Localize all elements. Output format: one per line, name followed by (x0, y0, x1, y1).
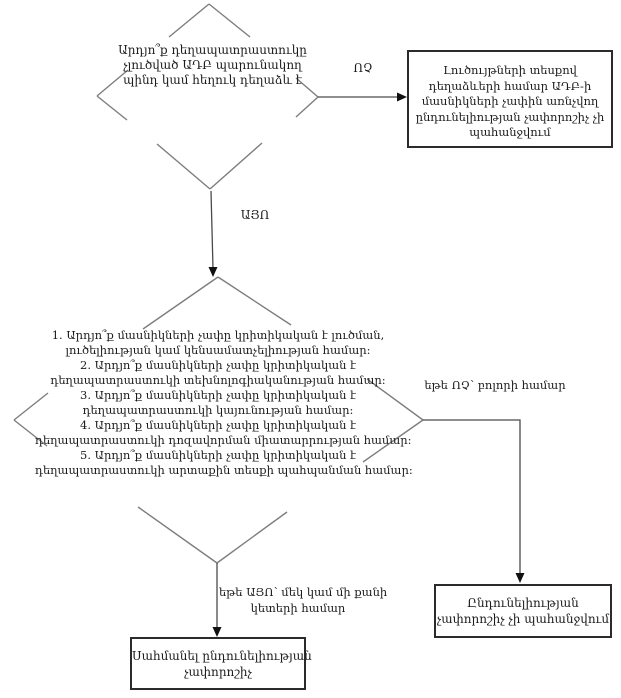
branch-label-if-yes-line: եթե ԱՅՈ՝ մեկ կամ մի քանի (219, 585, 388, 599)
arrow-if-no (423, 419, 525, 583)
decision-1-diamond (96, 3, 319, 190)
arrow-yes (208, 190, 218, 277)
outcome-box-line: Լուծույթների տեսքով (443, 63, 577, 77)
decision-2-line: լուծելիության կամ կենսամատչելիության համ… (65, 343, 371, 357)
decision-2-line: դեղապատրաստուկի տեխնոլոգիականության համա… (50, 373, 386, 387)
decision-2-line: 4. Արդյո՞ք մասնիկների չափը կրիտիկական է (80, 418, 356, 432)
outcome-box-no-criterion: Ընդունելիության չափորոշիչ չի պահանջվում (434, 584, 612, 638)
outcome-box-no-criterion-solutions: Լուծույթների տեսքով դեղաձևերի համար ԱԴԲ-… (407, 50, 613, 148)
outcome-box-line: ընդունելիության չափորոշիչ չի (415, 109, 605, 124)
decision-2-line: դեղապատրաստուկի արտաքին տեսքի պահպանման … (35, 463, 413, 477)
outcome-box-set-criterion: Սահմանել ընդունելիության չափորոշիչ (130, 637, 312, 690)
arrow-if-yes (212, 563, 222, 637)
decision-2-line: 3. Արդյո՞ք մասնիկների չափը կրիտիկական է (80, 388, 356, 402)
decision-2-diamond (13, 276, 424, 564)
decision-2-line: դեղապատրաստուկի դոզավորման միատարրության… (35, 433, 412, 447)
decision-1-line: պինդ կամ հեղուկ դեղաձև է (123, 73, 302, 87)
outcome-box-line: չափորոշիչ (184, 665, 252, 679)
arrow-no (318, 92, 407, 102)
branch-label-if-yes-line: կետերի համար (250, 601, 346, 615)
decision-2-line: 2. Արդյո՞ք մասնիկների չափը կրիտիկական է (80, 358, 356, 372)
outcome-box-line: դեղաձևերի համար ԱԴԲ-ի (428, 78, 592, 93)
arrowhead-icon (212, 627, 222, 637)
branch-label-if-yes: եթե ԱՅՈ՝ մեկ կամ մի քանի կետերի համար (219, 584, 388, 616)
decision-1-line: չլուծված ԱԴԲ պարունակող (123, 58, 302, 72)
branch-label-if-no: եթե ՈՉ՝ բոլորի համար (424, 378, 566, 392)
outcome-box-line: Սահմանել ընդունելիության (132, 649, 312, 663)
outcome-box-line: պահանջվում (469, 125, 551, 139)
outcome-box-line: մասնիկների չափին առնչվող (421, 94, 599, 108)
decision-2-line: դեղապատրաստուկի կայունության համար: (82, 403, 354, 417)
arrowhead-icon (397, 92, 407, 102)
outcome-box-line: չափորոշիչ չի պահանջվում (436, 612, 610, 626)
decision-2-line: 5. Արդյո՞ք մասնիկների չափը կրիտիկական է (80, 448, 356, 462)
decision-1-text: Արդյո՞ք դեղապատրաստուկը չլուծված ԱԴԲ պար… (105, 43, 320, 88)
outcome-box-line: Ընդունելիության (467, 596, 579, 610)
branch-label-no: ՈՉ (353, 61, 373, 75)
decision-1-line: Արդյո՞ք դեղապատրաստուկը (118, 43, 307, 57)
branch-label-yes: ԱՅՈ (240, 208, 270, 222)
arrowhead-icon (208, 267, 218, 277)
arrowhead-icon (515, 573, 525, 583)
decision-2-text: 1. Արդյո՞ք մասնիկների չափը կրիտիկական է … (35, 328, 413, 478)
decision-2-line: 1. Արդյո՞ք մասնիկների չափը կրիտիկական է … (51, 328, 385, 342)
